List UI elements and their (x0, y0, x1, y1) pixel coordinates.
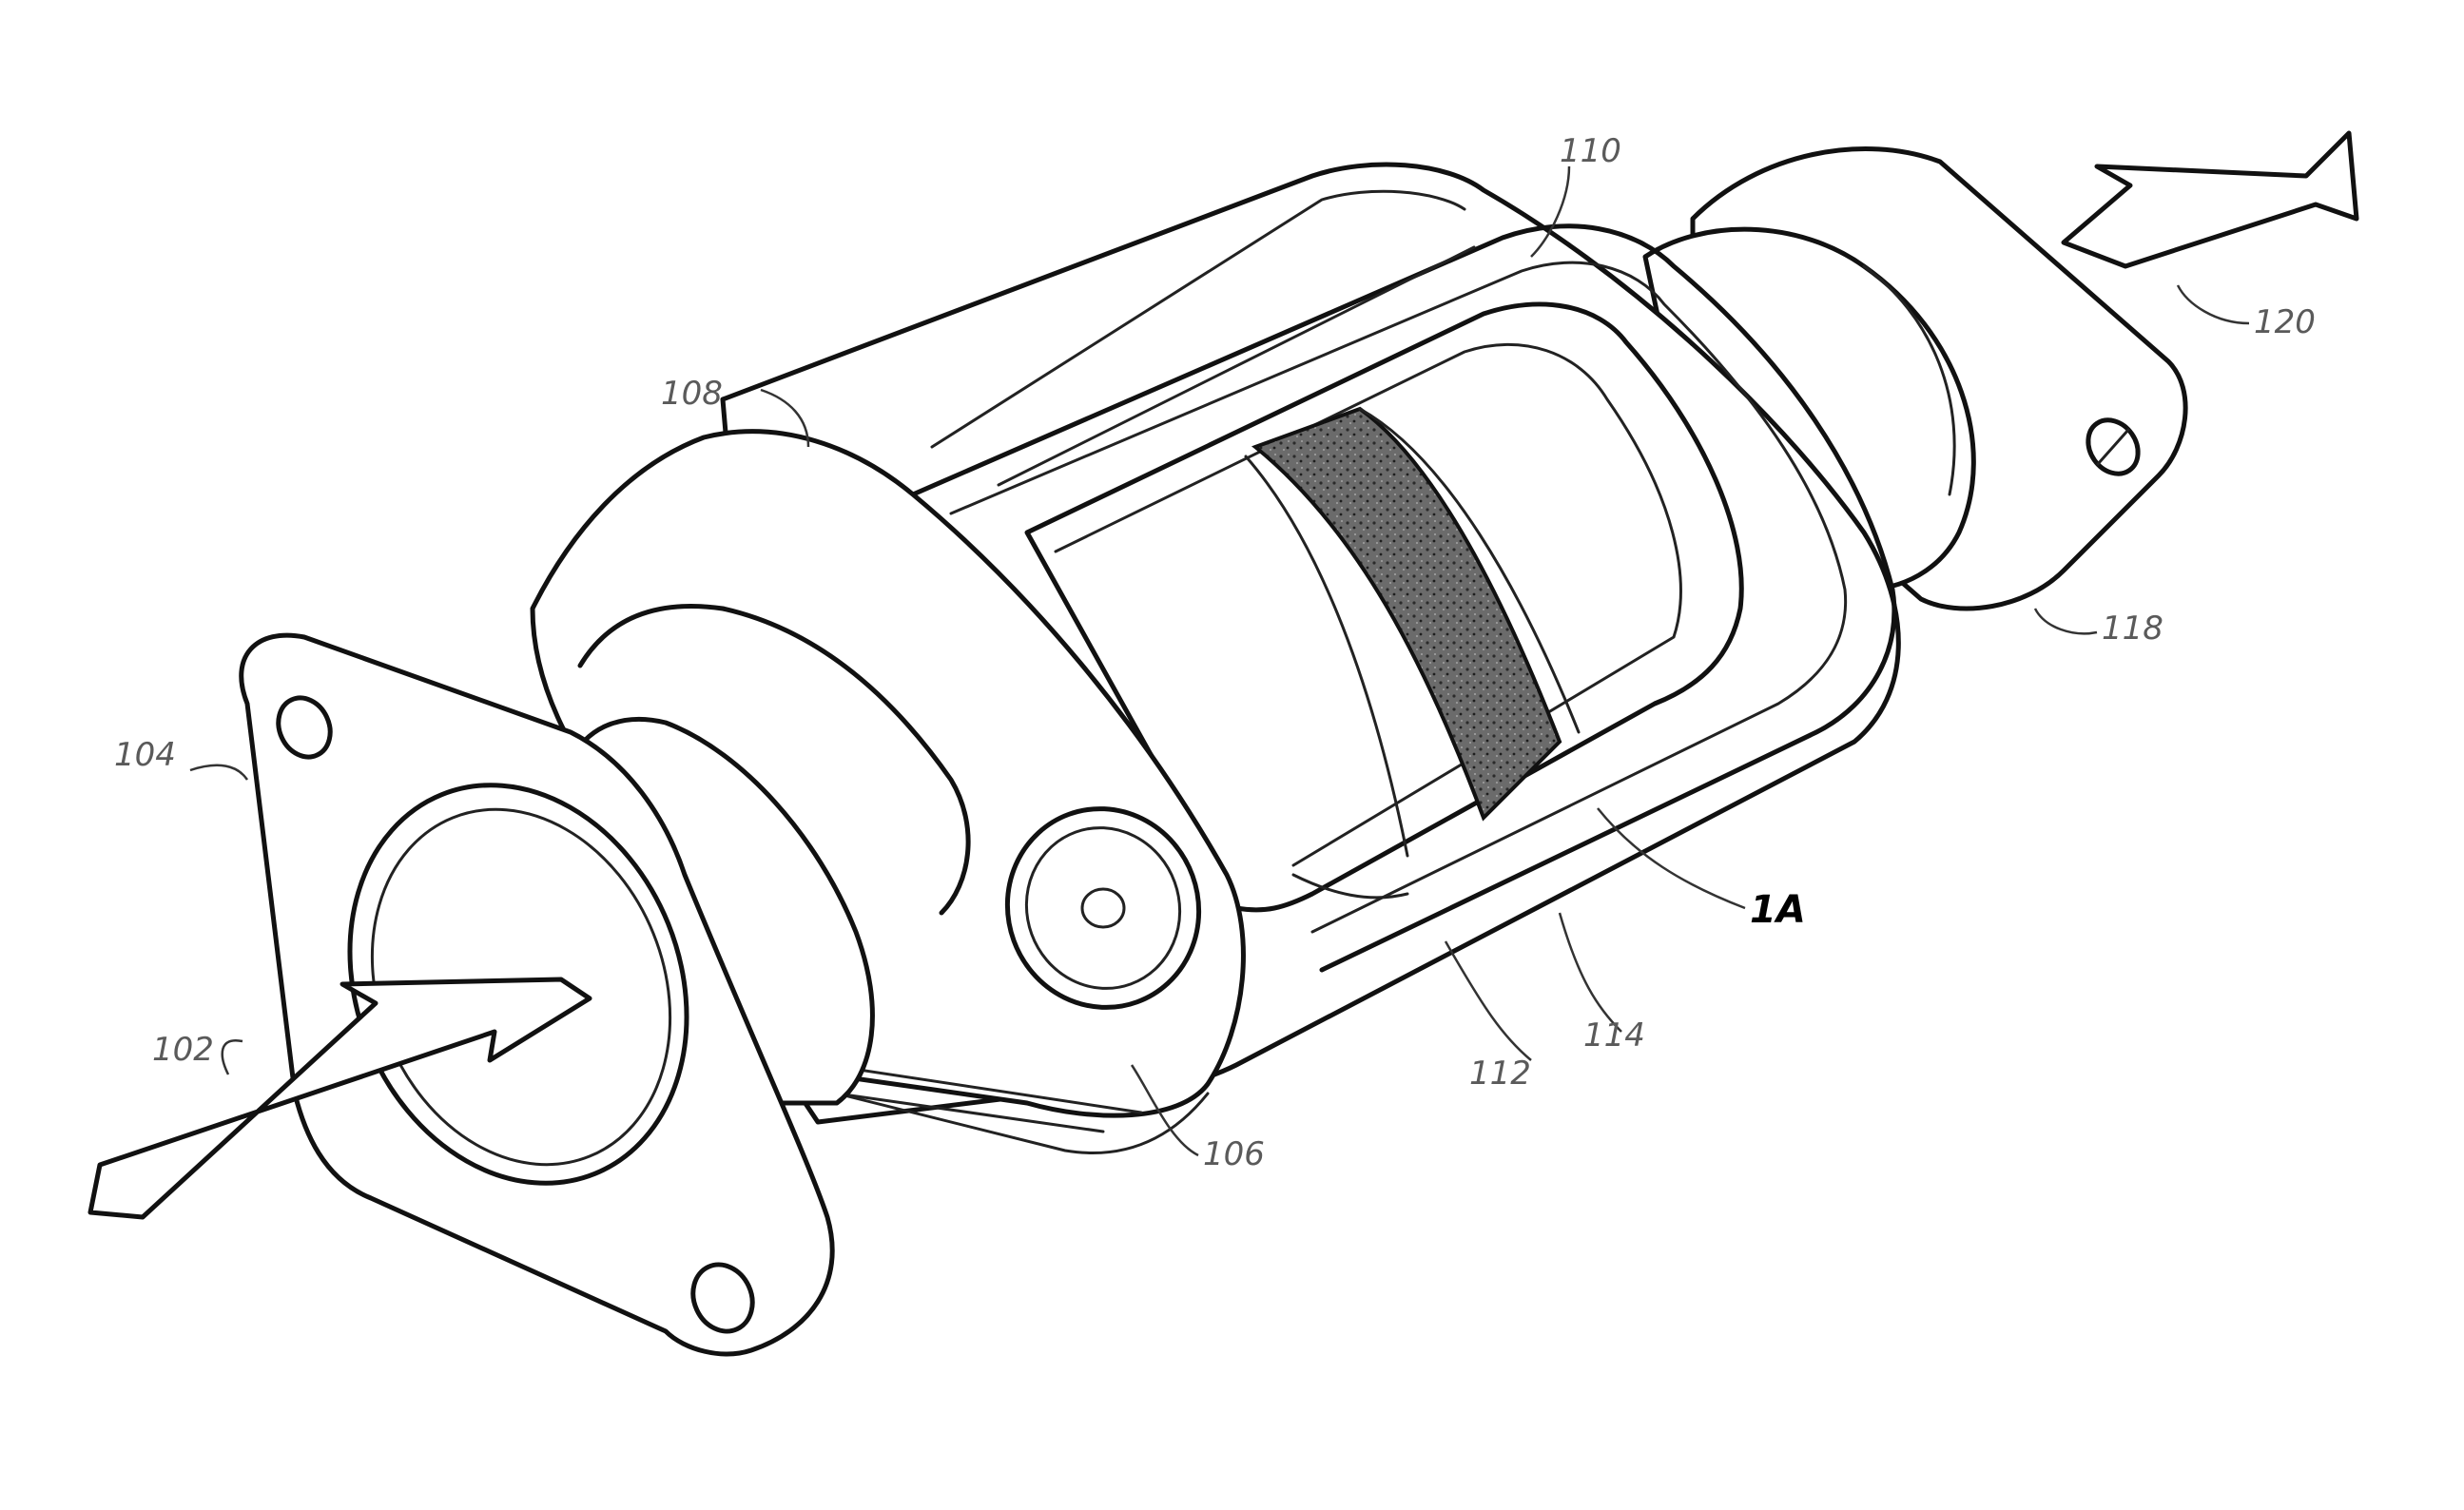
label-108: 108 (661, 375, 723, 413)
label-106: 106 (1203, 1135, 1265, 1173)
label-section-1a: 1A (1750, 888, 1806, 932)
outlet-flow-arrow (2064, 133, 2357, 266)
label-120: 120 (2254, 303, 2316, 341)
label-102: 102 (152, 1031, 214, 1069)
label-118: 118 (2102, 610, 2163, 648)
label-104: 104 (114, 736, 176, 774)
label-110: 110 (1560, 132, 1621, 170)
label-112: 112 (1469, 1055, 1531, 1093)
label-114: 114 (1583, 1016, 1645, 1055)
